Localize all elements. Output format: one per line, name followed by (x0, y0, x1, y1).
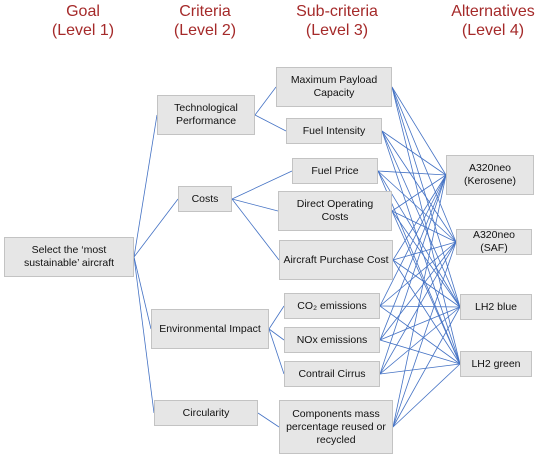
subcriterion-alternative-connector (379, 174, 447, 375)
subcriterion-alternative-connector (392, 174, 447, 428)
subcriterion-alternative-connector (381, 130, 457, 243)
criterion-costs: Costs (178, 186, 232, 212)
header-title: Criteria (179, 3, 231, 20)
header-level: (Level 3) (305, 22, 369, 39)
subcriterion-direct-operating-costs: Direct Operating Costs (278, 191, 392, 231)
subcriterion-alternative-connector (392, 259, 461, 308)
alternative-lh2-green: LH2 green (460, 351, 532, 377)
header-level: (Level 4) (461, 22, 525, 39)
subcriterion-alternative-connector (392, 363, 461, 428)
goal-level-header: Goal (Level 1) (28, 2, 138, 40)
subcriterion-alternative-connector (392, 241, 457, 261)
subcriterion-alternative-connector (391, 210, 461, 308)
alternative-lh2-blue: LH2 blue (460, 294, 532, 320)
criterion-environmental-impact: Environmental Impact (151, 309, 269, 349)
criterion-subcriterion-connector (257, 412, 280, 428)
header-title: Alternatives (451, 3, 535, 20)
subcriterion-components-mass-percentage: Components mass percentage reused or rec… (279, 400, 393, 454)
goal-criterion-connector (133, 256, 152, 330)
subcriterion-co2-emissions: CO₂ emissions (284, 293, 380, 319)
header-level: (Level 2) (173, 22, 237, 39)
criteria-level-header: Criteria (Level 2) (150, 2, 260, 40)
subcriterion-contrail-cirrus: Contrail Cirrus (284, 361, 380, 387)
subcriterion-fuel-price: Fuel Price (292, 158, 378, 184)
criterion-subcriterion-connector (231, 198, 280, 261)
subcriterion-alternative-connector (381, 130, 461, 365)
subcriterion-alternative-connector (379, 174, 447, 341)
criterion-subcriterion-connector (231, 170, 293, 200)
subcriterion-alternative-connector (379, 306, 461, 375)
subcriterion-alternative-connector (379, 363, 461, 375)
criterion-subcriterion-connector (254, 114, 287, 132)
header-title: Goal (66, 3, 100, 20)
subcriterion-alternative-connector (391, 210, 457, 243)
subcriterion-alternative-connector (391, 86, 457, 243)
goal-node: Select the ‘most sustainable’ aircraft (4, 237, 134, 277)
goal-criterion-connector (133, 114, 158, 258)
subcriterion-alternative-connector (379, 174, 447, 307)
subcriterion-alternative-connector (392, 306, 461, 428)
subcriterion-alternative-connector (391, 210, 461, 365)
criterion-subcriterion-connector (254, 86, 277, 116)
criterion-subcriterion-connector (268, 328, 285, 341)
subcriterion-alternative-connector (381, 130, 461, 308)
criterion-subcriterion-connector (268, 305, 285, 330)
goal-criterion-connector (133, 256, 155, 414)
subcriterion-aircraft-purchase-cost: Aircraft Purchase Cost (279, 240, 393, 280)
criterion-circularity: Circularity (154, 400, 258, 426)
subcriterion-alternative-connector (391, 86, 447, 176)
subcriterion-alternative-connector (379, 305, 461, 365)
subcriterion-alternative-connector (381, 130, 447, 176)
subcriteria-level-header: Sub-criteria (Level 3) (282, 2, 392, 40)
subcriterion-alternative-connector (379, 339, 461, 365)
subcriterion-alternative-connector (377, 170, 457, 243)
header-title: Sub-criteria (296, 3, 378, 20)
subcriterion-alternative-connector (391, 174, 447, 212)
subcriterion-alternative-connector (379, 305, 461, 308)
header-level: (Level 1) (51, 22, 115, 39)
subcriterion-alternative-connector (379, 241, 457, 307)
subcriterion-nox-emissions: NOx emissions (284, 327, 380, 353)
subcriterion-alternative-connector (379, 241, 457, 341)
subcriterion-alternative-connector (392, 259, 461, 365)
criterion-subcriterion-connector (268, 328, 285, 375)
criterion-subcriterion-connector (231, 198, 279, 212)
subcriterion-fuel-intensity: Fuel Intensity (286, 118, 382, 144)
subcriterion-alternative-connector (392, 174, 447, 261)
alternative-a320neo-kerosene: A320neo (Kerosene) (446, 155, 534, 195)
subcriterion-alternative-connector (377, 170, 447, 176)
alternatives-level-header: Alternatives (Level 4) (436, 2, 550, 40)
criterion-technological-performance: Technological Performance (157, 95, 255, 135)
subcriterion-alternative-connector (392, 241, 457, 428)
goal-criterion-connector (133, 198, 179, 258)
alternative-a320neo-saf: A320neo (SAF) (456, 229, 532, 255)
subcriterion-maximum-payload-capacity: Maximum Payload Capacity (276, 67, 392, 107)
